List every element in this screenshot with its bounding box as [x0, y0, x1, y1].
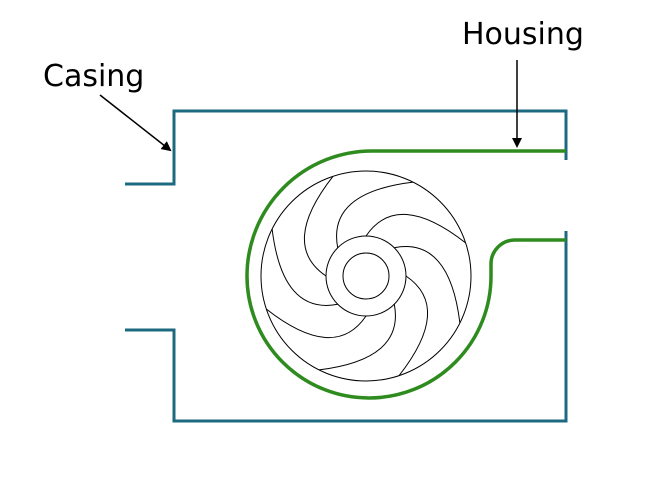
impeller-blade: [365, 214, 466, 244]
impeller-shaft: [342, 252, 390, 300]
impeller-outer-ring: [260, 170, 472, 382]
impeller-blades: [266, 176, 466, 376]
casing: [125, 109, 568, 423]
housing: [245, 149, 566, 400]
casing-lower-wall: [125, 231, 568, 423]
impeller-blade: [266, 308, 367, 338]
housing-label: Housing: [462, 17, 584, 52]
impeller-hub: [325, 235, 407, 317]
casing-label: Casing: [43, 59, 145, 94]
impeller: [260, 170, 472, 382]
casing-upper-wall: [125, 109, 568, 186]
housing-scroll: [245, 149, 566, 400]
impeller-blade: [336, 181, 414, 248]
impeller-blade: [271, 228, 338, 306]
impeller-blade: [318, 304, 396, 371]
casing-pointer-arrow: [99, 94, 172, 152]
impeller-blade: [398, 275, 428, 376]
impeller-blade: [394, 246, 461, 324]
impeller-blade: [304, 176, 334, 277]
